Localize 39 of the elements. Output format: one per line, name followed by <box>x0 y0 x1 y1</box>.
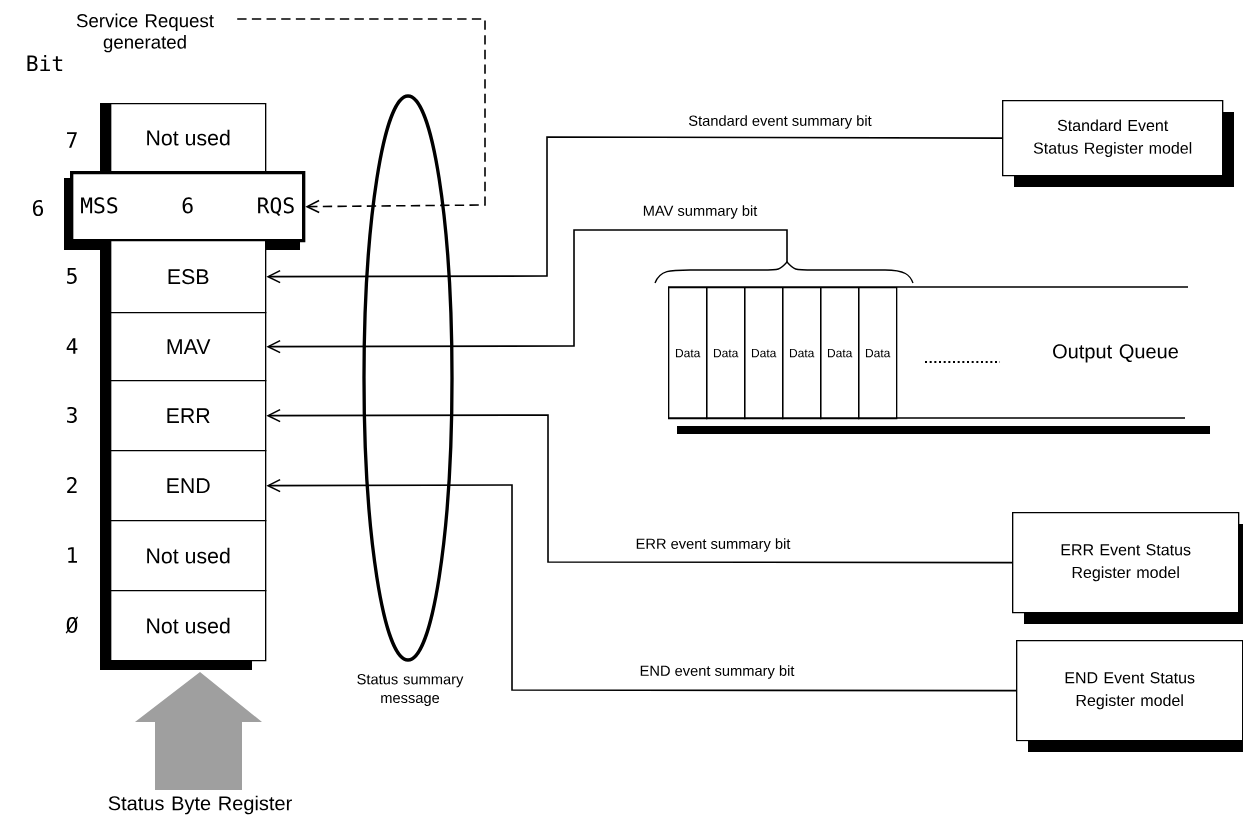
bit-number: 4 <box>66 338 78 354</box>
data-cell: Data <box>706 287 746 420</box>
arrow <box>266 478 1017 692</box>
node-label: Output Queue <box>1053 344 1178 363</box>
register-cell: ESB <box>110 240 267 314</box>
edge-label: MAV summary bit <box>643 205 758 219</box>
register-box: END Event Status Register model <box>1016 640 1243 752</box>
bit-number: 5 <box>67 268 77 284</box>
edge-label: Standard event summary bit <box>688 115 872 129</box>
bit-number: 6 <box>32 199 44 217</box>
edge-label: ERR event summary bit <box>636 538 791 552</box>
edge-label: END event summary bit <box>640 665 795 679</box>
register-cell: MSS 6 RQS <box>64 171 306 250</box>
bit-number: 3 <box>67 406 77 424</box>
data-cell: Data <box>820 287 860 420</box>
annotation-text: Service Request generated <box>76 13 214 53</box>
register-cell: ERR <box>110 380 267 452</box>
bit-number: 7 <box>67 132 77 148</box>
data-cell: Data <box>744 287 784 420</box>
register-cell: Not used <box>110 520 267 592</box>
data-cell: Data <box>668 287 708 420</box>
arrow <box>236 18 486 214</box>
bit-number: 1 <box>68 547 77 563</box>
data-cell: Data <box>782 287 822 420</box>
register-cell: END <box>110 450 267 522</box>
register-box: Standard Event Status Register model <box>1002 100 1234 187</box>
bit-heading: Bit <box>27 54 63 72</box>
register-cell: Not used <box>110 103 267 173</box>
bit-number: Ø <box>65 616 79 634</box>
arrow <box>266 136 1003 284</box>
data-cell: Data <box>858 287 898 420</box>
arrow <box>266 408 1013 564</box>
arrow <box>266 229 788 354</box>
register-caption: Status Byte Register <box>108 795 292 815</box>
bit-number: 2 <box>67 477 77 493</box>
register-cell: MAV <box>110 312 267 382</box>
caption-text: Status summary message <box>357 674 464 706</box>
register-cell: Not used <box>110 590 267 662</box>
register-box: ERR Event Status Register model <box>1012 512 1243 624</box>
